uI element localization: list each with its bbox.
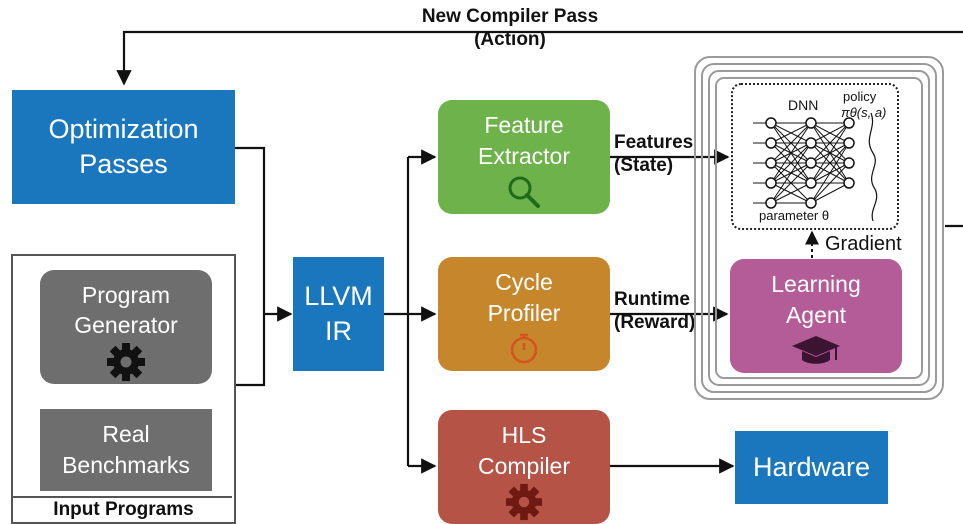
features-state-label: Features (State) [614, 131, 693, 177]
action-feedback-arrow [116, 30, 963, 86]
policy-label: policy [843, 89, 877, 104]
graduation-cap-icon [792, 336, 840, 364]
learning-agent-line2: Agent [785, 302, 847, 328]
dnn-label: DNN [788, 97, 819, 113]
nn-input-stubs [753, 122, 766, 204]
hls-compiler-line2: Compiler [477, 453, 571, 479]
policy-formula: πθ(s, a) [841, 105, 887, 120]
neural-network-graphic [753, 112, 878, 222]
parameter-label: parameter θ [759, 208, 830, 223]
program-generator-line2: Generator [74, 312, 178, 338]
llvm-ir-line2: IR [325, 316, 352, 346]
nn-edges-1 [770, 122, 812, 204]
cycle-profiler-box[interactable]: Cycle Profiler [438, 257, 610, 371]
real-benchmarks-box[interactable]: Real Benchmarks [40, 409, 212, 491]
agent-frame-2 [701, 63, 937, 393]
feature-extractor-line1: Feature [484, 112, 564, 138]
hls-compiler-box[interactable]: HLS Compiler [438, 410, 610, 524]
feature-extractor-box[interactable]: Feature Extractor [438, 100, 610, 214]
program-generator-line1: Program [81, 282, 171, 308]
features-label-line2: (State) [614, 155, 674, 176]
nn-nodes [765, 117, 855, 209]
learning-agent-line1: Learning [771, 271, 861, 297]
optimization-passes-line2: Passes [79, 149, 168, 179]
hardware-label: Hardware [752, 452, 871, 482]
agent-frame-3 [708, 70, 930, 386]
runtime-reward-label: Runtime (Reward) [614, 288, 695, 334]
agent-frame-inner [715, 77, 923, 379]
llvm-ir-line1: LLVM [304, 281, 373, 311]
nn-edges-2 [810, 122, 850, 204]
program-generator-box[interactable]: Program Generator [40, 270, 212, 384]
policy-curve [868, 112, 878, 222]
action-label-line1: New Compiler Pass [421, 6, 599, 27]
real-benchmarks-line1: Real [102, 421, 150, 447]
gear-icon [107, 343, 145, 381]
features-label-line1: Features [614, 132, 694, 153]
llvm-ir-box[interactable]: LLVM IR [293, 257, 384, 371]
action-label: New Compiler Pass (Action) [360, 5, 660, 51]
input-programs-divider [11, 496, 232, 498]
hls-compiler-line1: HLS [501, 422, 547, 448]
action-label-line2: (Action) [474, 29, 546, 50]
feature-extractor-line2: Extractor [477, 143, 571, 169]
gear-icon [505, 483, 543, 521]
stopwatch-icon [510, 333, 538, 364]
hardware-box[interactable]: Hardware [735, 431, 888, 504]
input-programs-caption: Input Programs [53, 499, 194, 520]
learning-agent-box[interactable]: Learning Agent [730, 259, 902, 373]
optimization-passes-line1: Optimization [48, 114, 199, 144]
gradient-label: Gradient [823, 232, 904, 256]
agent-frame-outer [694, 56, 944, 400]
optimization-passes-box[interactable]: Optimization Passes [12, 90, 235, 204]
real-benchmarks-line2: Benchmarks [62, 452, 190, 478]
runtime-label-line1: Runtime [614, 289, 690, 310]
cycle-profiler-line1: Cycle [495, 269, 553, 295]
cycle-profiler-line2: Profiler [487, 300, 561, 326]
runtime-label-line2: (Reward) [614, 312, 696, 333]
search-icon [508, 176, 540, 208]
